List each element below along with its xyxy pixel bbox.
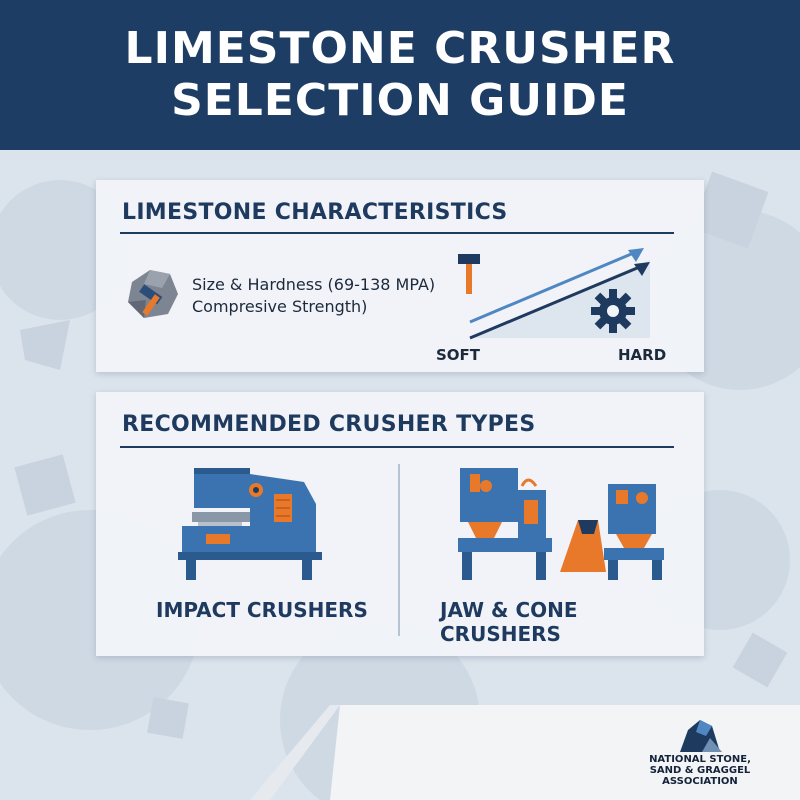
page-title-line-1: LIMESTONE CRUSHER — [124, 23, 676, 74]
jaw-cone-crushers-label: JAW & CONE CRUSHERS — [440, 598, 578, 646]
association-name: NATIONAL STONE, SAND & GRAGGEL ASSOCIATI… — [640, 754, 760, 787]
association-name-line-1: NATIONAL STONE, — [649, 754, 751, 765]
characteristics-text: Size & Hardness (69-138 MPA) Compresive … — [192, 274, 435, 318]
hammer-icon — [458, 254, 480, 294]
crusher-types-panel: RECOMMENDED CRUSHER TYPES IMPACT CRUSHER… — [96, 392, 704, 656]
rock-icon — [128, 270, 178, 318]
impact-crusher-icon — [178, 468, 322, 580]
crusher-types-divider — [120, 446, 674, 448]
scale-hard-label: HARD — [618, 346, 667, 364]
association-name-line-2: SAND & GRAGGEL — [649, 765, 751, 776]
association-logo: NATIONAL STONE, SAND & GRAGGEL ASSOCIATI… — [640, 716, 760, 796]
jaw-cone-crusher-icon — [458, 468, 664, 580]
hardness-scale-graphic — [469, 248, 650, 340]
stone-logo-icon — [680, 720, 722, 752]
characteristics-title: LIMESTONE CHARACTERISTICS — [122, 200, 508, 225]
characteristics-text-line-2: Compresive Strength) — [192, 297, 368, 316]
impact-crushers-label: IMPACT CRUSHERS — [156, 598, 368, 622]
characteristics-text-line-1: Size & Hardness (69-138 MPA) — [192, 275, 436, 294]
page-header: LIMESTONE CRUSHER SELECTION GUIDE — [0, 0, 800, 150]
page-title-line-2: SELECTION GUIDE — [171, 75, 629, 126]
gear-icon — [591, 289, 635, 333]
crusher-types-title: RECOMMENDED CRUSHER TYPES — [122, 412, 536, 437]
scale-soft-label: SOFT — [436, 346, 481, 364]
limestone-characteristics-panel: LIMESTONE CHARACTERISTICS Size & Hardnes… — [96, 180, 704, 372]
characteristics-divider — [120, 232, 674, 234]
association-name-line-3: ASSOCIATION — [662, 776, 738, 787]
crusher-column-divider — [398, 464, 400, 636]
